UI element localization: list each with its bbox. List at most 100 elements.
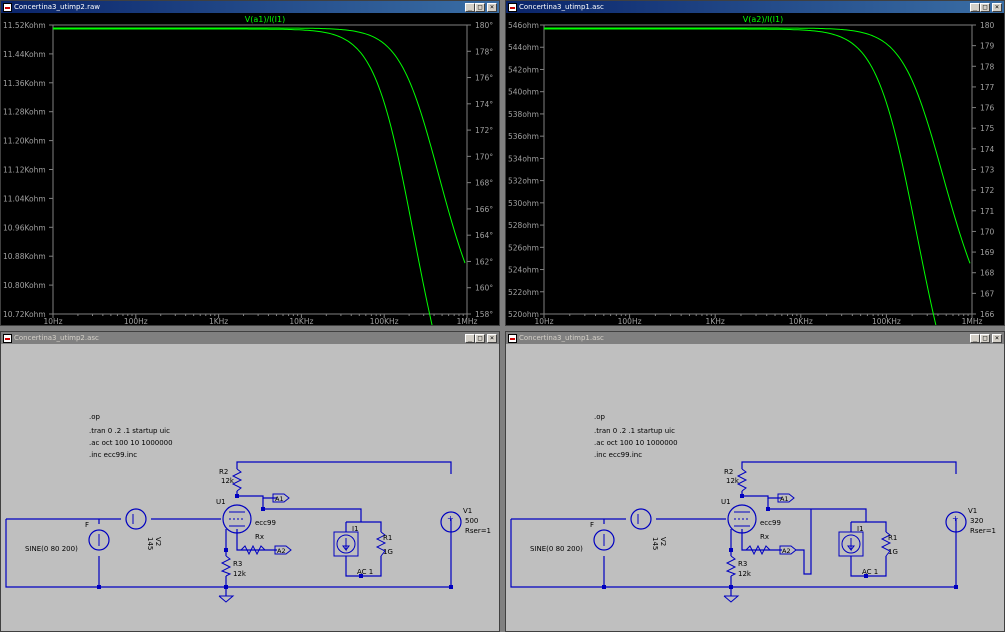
y-tick-label: 11.52Kohm xyxy=(3,21,46,30)
a2-net-tag xyxy=(274,545,292,555)
y-tick-label: 11.36Kohm xyxy=(3,79,46,88)
junction xyxy=(449,585,453,589)
r1-label: R1 xyxy=(383,534,392,542)
r2-value: 12k xyxy=(726,477,740,485)
y2-tick-label: 178 xyxy=(980,62,995,71)
schematic-canvas[interactable]: .op.tran 0 .2 .1 startup uic.ac oct 100 … xyxy=(1,344,499,631)
u1-label: U1 xyxy=(721,498,731,506)
y2-tick-label: 180 xyxy=(980,21,995,30)
plot-window-right[interactable]: Concertina3_utimp1.asc _ □ × 546ohm 544oh… xyxy=(505,0,1005,434)
y-tick-label: 11.20Kohm xyxy=(3,137,46,146)
r1-resistor xyxy=(880,531,892,557)
junction xyxy=(235,494,239,498)
maximize-icon[interactable]: □ xyxy=(980,2,990,12)
wire xyxy=(850,556,887,577)
x-tick-label: 1MHz xyxy=(457,317,478,325)
ac-label: AC 1 xyxy=(357,568,373,576)
minimize-icon[interactable]: _ xyxy=(465,333,475,343)
spice-directive: .inc ecc99.inc xyxy=(594,451,642,459)
r3-label: R3 xyxy=(233,560,242,568)
rx-label: Rx xyxy=(760,533,769,541)
a2-net-tag xyxy=(779,545,797,555)
wire xyxy=(510,519,957,588)
junction xyxy=(740,494,744,498)
x-tick-label: 10Hz xyxy=(43,317,62,325)
y2-tick-label: 158° xyxy=(475,310,493,319)
x-tick-label: 10KHz xyxy=(789,317,813,325)
wire xyxy=(5,519,452,588)
v1-label: V1 xyxy=(463,507,472,515)
rx-label: Rx xyxy=(255,533,264,541)
y2-tick-label: 168° xyxy=(475,179,493,188)
y2-tick-label: 174° xyxy=(475,100,493,109)
magnitude-trace xyxy=(544,28,971,434)
x-tick-label: 100KHz xyxy=(872,317,901,325)
close-icon[interactable]: × xyxy=(992,333,1002,343)
y-tick-label: 544ohm xyxy=(508,43,539,52)
r2-label: R2 xyxy=(219,468,228,476)
minimize-icon[interactable]: _ xyxy=(970,333,980,343)
maximize-icon[interactable]: □ xyxy=(475,333,485,343)
spice-directive: .inc ecc99.inc xyxy=(89,451,137,459)
title-bar[interactable]: Concertina3_utimp2.raw _ □ × xyxy=(1,1,499,13)
close-icon[interactable]: × xyxy=(487,2,497,12)
plot-window-left[interactable]: Concertina3_utimp2.raw _ □ × 11.52Kohm 11… xyxy=(0,0,500,434)
x-tick-label: 1KHz xyxy=(706,317,725,325)
r2-value: 12k xyxy=(221,477,235,485)
v2-value: 145 xyxy=(651,537,659,550)
schematic-canvas[interactable]: .op.tran 0 .2 .1 startup uic.ac oct 100 … xyxy=(506,344,1004,631)
current-arrow xyxy=(847,538,855,552)
v2-label: V2 xyxy=(659,537,667,546)
spice-directive: .tran 0 .2 .1 startup uic xyxy=(594,427,675,435)
a2-label: A2 xyxy=(782,547,791,555)
y-tick-label: 534ohm xyxy=(508,154,539,163)
a1-label: A1 xyxy=(275,495,284,503)
triode-tube-icon xyxy=(727,504,757,534)
current-arrow xyxy=(342,538,350,552)
v1-plus: + xyxy=(952,514,959,523)
close-icon[interactable]: × xyxy=(992,2,1002,12)
title-bar[interactable]: Concertina3_utimp1.asc _ □ × xyxy=(506,1,1004,13)
junction xyxy=(359,574,363,578)
y2-tick-label: 160° xyxy=(475,284,493,293)
wire xyxy=(767,498,867,522)
schematic-window-right[interactable]: Concertina3_utimp1.asc _ □ × .op.tran 0 … xyxy=(505,331,1005,632)
y-tick-label: 11.28Kohm xyxy=(3,108,46,117)
maximize-icon[interactable]: □ xyxy=(475,2,485,12)
junction xyxy=(729,548,733,552)
minimize-icon[interactable]: _ xyxy=(970,2,980,12)
y-tick-label: 546ohm xyxy=(508,21,539,30)
y-tick-label: 10.88Kohm xyxy=(3,252,46,261)
spice-directive: .ac oct 100 10 1000000 xyxy=(89,439,173,447)
schematic-window-left[interactable]: Concertina3_utimp2.asc _ □ × .op.tran 0 … xyxy=(0,331,500,632)
close-icon[interactable]: × xyxy=(487,333,497,343)
junction xyxy=(729,585,733,589)
minimize-icon[interactable]: _ xyxy=(465,2,475,12)
r1-label: R1 xyxy=(888,534,897,542)
v2-source-icon xyxy=(630,508,652,530)
y2-tick-label: 169 xyxy=(980,248,995,257)
ground-icon xyxy=(218,595,235,603)
maximize-icon[interactable]: □ xyxy=(980,333,990,343)
y-tick-label: 540ohm xyxy=(508,88,539,97)
y2-tick-label: 173 xyxy=(980,166,995,175)
v1-rser: Rser=1 xyxy=(970,527,996,535)
title-bar[interactable]: Concertina3_utimp2.asc _ □ × xyxy=(1,332,499,344)
y2-tick-label: 170 xyxy=(980,227,995,236)
v1-value: 500 xyxy=(465,517,478,525)
wire xyxy=(851,521,887,532)
y2-tick-label: 170° xyxy=(475,152,493,161)
i1-box xyxy=(333,531,359,557)
y-tick-label: 538ohm xyxy=(508,110,539,119)
v1-source-icon xyxy=(440,511,462,533)
v2-value: 145 xyxy=(146,537,154,550)
junction xyxy=(261,507,265,511)
y2-tick-label: 164° xyxy=(475,231,493,240)
f-label: F xyxy=(85,521,89,529)
y2-tick-label: 168 xyxy=(980,269,995,278)
y2-tick-label: 167 xyxy=(980,289,995,298)
spice-directive: .op xyxy=(89,413,101,421)
title-bar[interactable]: Concertina3_utimp1.asc _ □ × xyxy=(506,332,1004,344)
